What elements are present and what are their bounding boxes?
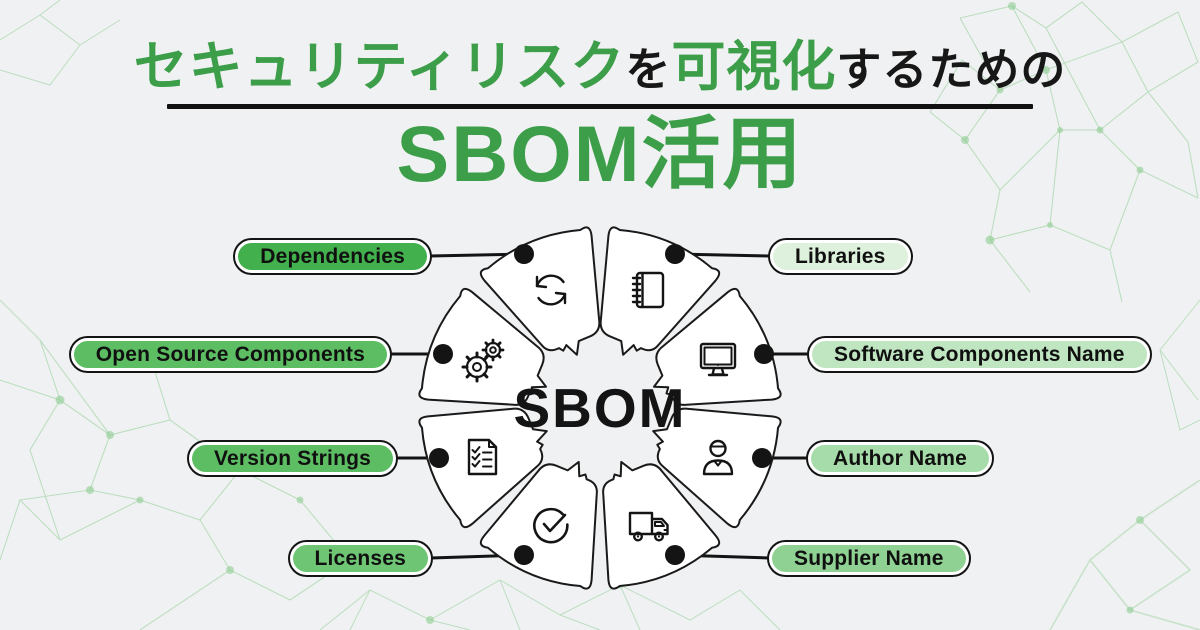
pill-label: Software Components Name: [812, 341, 1147, 368]
truck-icon: [628, 511, 669, 542]
pill-label: Version Strings: [191, 445, 393, 472]
monitor-icon: [699, 342, 737, 377]
dot-author: [752, 448, 772, 468]
dot-licenses: [514, 545, 534, 565]
dot-version: [429, 448, 449, 468]
refresh-cycle-icon: [535, 274, 567, 306]
pill-label: Author Name: [811, 445, 990, 472]
pill-version-strings: Version Strings: [186, 440, 398, 477]
page-title: セキュリティリスクを可視化するための: [0, 40, 1200, 94]
pill-licenses: Licenses: [287, 540, 433, 577]
pill-label: Licenses: [292, 545, 428, 572]
person-icon: [702, 439, 734, 476]
checklist-document-icon: [467, 438, 498, 476]
page-subtitle: SBOM活用: [396, 109, 804, 198]
pill-libraries: Libraries: [768, 238, 913, 275]
pill-label: Supplier Name: [772, 545, 966, 572]
title-segment-wo: を: [625, 44, 672, 95]
title-segment-visualize: 可視化: [671, 37, 837, 97]
gears-icon: [461, 338, 505, 383]
title-underline: [167, 104, 1033, 109]
connector-dots: [429, 244, 774, 565]
pill-label: Dependencies: [238, 243, 427, 270]
dot-dependencies: [514, 244, 534, 264]
title-segment-suru-tameno: するための: [836, 44, 1067, 95]
pill-author-name: Author Name: [806, 440, 995, 477]
ring-center-label: SBOM: [513, 377, 687, 439]
pill-dependencies: Dependencies: [233, 238, 432, 275]
pill-open-source-components: Open Source Components: [68, 336, 392, 373]
check-circle-icon: [533, 507, 569, 544]
dot-libraries: [665, 244, 685, 264]
sbom-ring: [410, 218, 790, 598]
pill-label: Libraries: [773, 243, 908, 270]
dot-software: [754, 344, 774, 364]
notebook-icon: [631, 271, 665, 309]
pill-software-components-name: Software Components Name: [807, 336, 1152, 373]
dot-open-source: [433, 344, 453, 364]
pill-supplier-name: Supplier Name: [767, 540, 971, 577]
header: セキュリティリスクを可視化するための SBOM活用: [0, 0, 1200, 193]
title-segment-security-risk: セキュリティリスク: [133, 37, 626, 97]
connector-lines: [390, 252, 810, 560]
pill-label: Open Source Components: [73, 341, 387, 368]
dot-supplier: [665, 545, 685, 565]
